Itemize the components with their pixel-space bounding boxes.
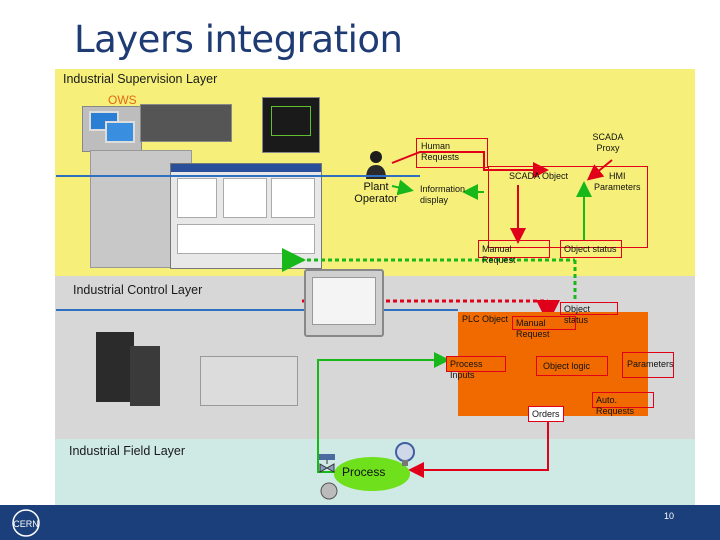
valve-icon	[319, 454, 335, 473]
parameters-label: Parameters	[627, 359, 674, 369]
auto-requests-label: Auto. Requests	[596, 395, 635, 416]
pump-icon	[320, 482, 338, 500]
footer-bar	[0, 505, 720, 540]
field-layer-label: Industrial Field Layer	[69, 444, 186, 458]
faceplate-image	[170, 163, 322, 269]
supervision-layer-label: Industrial Supervision Layer	[63, 72, 218, 86]
cern-logo-text: CERN	[13, 519, 39, 529]
scada-proxy-label: SCADA Proxy	[592, 132, 624, 153]
process-inputs-box: Process Inputs	[446, 356, 506, 380]
manual-request-box: Manual Request	[478, 240, 550, 265]
hmi-parameters-label: HMI Parameters	[594, 171, 641, 192]
process-node	[334, 457, 410, 491]
scada-object-label: SCADA Object	[509, 171, 569, 181]
auto-requests-box: Auto. Requests	[592, 392, 654, 416]
object-status-box: Object status	[560, 240, 622, 258]
information-display-box: Information display	[418, 182, 474, 208]
plc-manual-request-label: Manual Request	[516, 318, 550, 339]
touch-panel-image	[304, 269, 384, 337]
plc-module-2-image	[130, 346, 160, 406]
control-layer-label: Industrial Control Layer	[73, 283, 203, 297]
manual-request-label: Manual Request	[482, 244, 516, 265]
plc-object-status-box: Object status	[560, 302, 618, 325]
process-label: Process	[342, 465, 386, 479]
human-requests-box: Human Requests	[416, 138, 488, 168]
plc-rack-image	[200, 356, 298, 406]
cern-logo-icon: CERN	[12, 509, 40, 537]
parameters-box: Parameters	[622, 352, 674, 378]
plant-operator-label: Plant Operator	[354, 181, 398, 205]
orders-box: Orders	[528, 406, 564, 422]
synoptic-screen-image	[262, 97, 320, 153]
plc-object-label: PLC Object	[462, 314, 509, 324]
object-logic-box: Object logic	[536, 356, 608, 376]
orders-label: Orders	[532, 409, 560, 419]
ows-label: OWS	[108, 93, 137, 107]
page-title: Layers integration	[74, 18, 403, 61]
object-status-label: Object status	[564, 244, 617, 254]
object-logic-label: Object logic	[543, 361, 591, 371]
plc-module-image	[96, 332, 134, 402]
process-inputs-label: Process Inputs	[450, 359, 483, 380]
plc-manual-request-box: Manual Request	[512, 316, 576, 339]
scada-object-box: SCADA Object HMI Parameters	[488, 166, 648, 248]
sensor-icon	[395, 442, 415, 466]
plc-object-status-label: Object status	[564, 304, 591, 325]
workstation-image	[82, 106, 142, 152]
information-display-label: Information display	[420, 184, 466, 205]
page-number: 10	[664, 511, 675, 521]
scada-proxy-box: SCADA Proxy	[582, 132, 634, 158]
video-wall-image	[140, 104, 232, 142]
human-requests-label: Human Requests	[421, 141, 460, 162]
